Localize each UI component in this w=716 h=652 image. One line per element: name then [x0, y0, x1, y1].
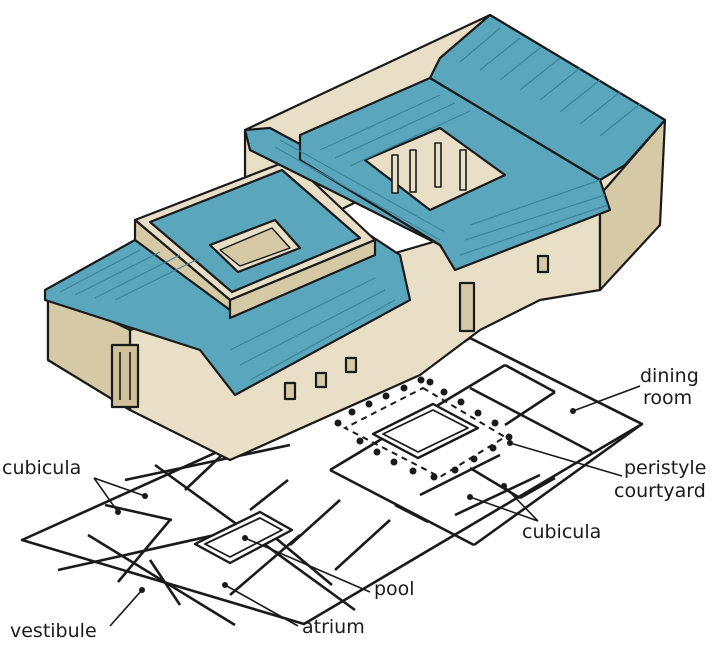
plan-wall [504, 363, 556, 394]
leader-lines [93, 385, 641, 627]
plan-wall [519, 476, 556, 500]
label-cubicula-left: cubicula [2, 457, 82, 479]
label-room: room [643, 387, 693, 409]
floor-plan [20, 336, 644, 627]
plan-wall [334, 519, 391, 571]
doorway [110, 343, 140, 409]
window [314, 371, 328, 389]
plan-wall [394, 503, 429, 524]
peristyle-view-columns [391, 142, 467, 194]
leader-cubicula-left-2 [93, 477, 146, 497]
plan-wall [473, 422, 643, 547]
column-dot [382, 392, 390, 400]
plan-wall [104, 503, 173, 522]
column-dot [365, 400, 373, 408]
leader-dots [115, 408, 576, 593]
leader-cubicula-right-1 [469, 496, 539, 522]
plan-wall [87, 533, 236, 627]
column-dot [426, 378, 434, 386]
leader-peristyle [509, 442, 623, 477]
plan-wall [249, 478, 289, 512]
leader-pool [244, 537, 371, 593]
plan-wall [289, 499, 341, 546]
plan-wall [117, 519, 171, 583]
atrium-compluvium-inner [219, 227, 291, 267]
column-dot [409, 467, 417, 475]
plan-wall [229, 534, 301, 596]
column-dot [489, 444, 497, 452]
leader-cubicula-right-2 [503, 485, 539, 522]
label-dining: dining [640, 365, 699, 387]
column-dot [491, 419, 499, 427]
peristyle-pool [371, 402, 480, 460]
plan-outline [20, 336, 644, 626]
window [536, 254, 550, 274]
door [458, 281, 476, 333]
column-dot [440, 388, 448, 396]
leader-atrium [224, 584, 299, 627]
window [283, 381, 297, 401]
rear-roof [428, 13, 667, 182]
label-atrium: atrium [302, 616, 365, 638]
column-dot [390, 458, 398, 466]
column-dot [373, 448, 381, 456]
plan-wall [454, 473, 541, 517]
peristyle-columns [334, 376, 513, 481]
column-dot [457, 398, 465, 406]
label-courtyard: courtyard [614, 480, 706, 502]
window [344, 356, 358, 374]
leader-dining [572, 385, 641, 412]
plan-wall [184, 454, 223, 491]
label-pool: pool [374, 578, 415, 600]
leader-vestibule [109, 589, 143, 627]
column-dot [470, 455, 478, 463]
plan-wall [148, 559, 182, 606]
plan-wall [469, 386, 593, 454]
column-dot [451, 466, 459, 474]
plan-wall [124, 443, 291, 482]
roofs [43, 13, 667, 397]
label-peristyle: peristyle [624, 457, 707, 479]
column-dot [334, 419, 342, 427]
roof-tiles [59, 27, 641, 381]
column-dot [348, 408, 356, 416]
label-cubicula-right: cubicula [522, 521, 602, 543]
column-dot [417, 376, 425, 384]
label-vestibule: vestibule [10, 620, 97, 642]
column-dot [400, 384, 408, 392]
column-dot [356, 437, 364, 445]
plan-wall [419, 453, 501, 497]
leader-cubicula-left-1 [93, 477, 119, 513]
column-dot [430, 473, 438, 481]
plan-wall [504, 390, 556, 427]
column-dot [505, 433, 513, 441]
column-dot [474, 409, 482, 417]
atrium-parapet-front [228, 238, 377, 320]
